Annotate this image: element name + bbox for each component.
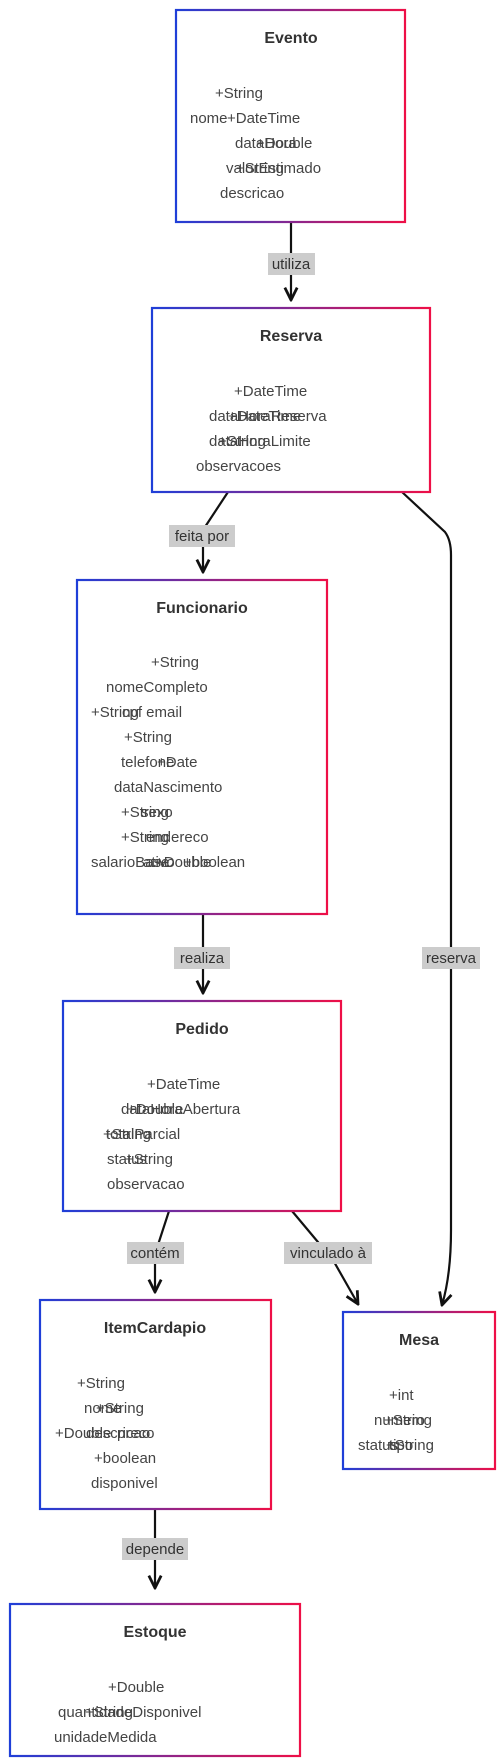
- class-estoque-attributes: +Double quantidadeDisponivel +String uni…: [54, 1679, 201, 1746]
- attr-text: observacao: [107, 1176, 185, 1193]
- attr-text: cpf email: [122, 704, 182, 721]
- class-mesa-title: Mesa: [399, 1332, 439, 1349]
- attr-text: valorEstimado: [226, 160, 321, 177]
- class-pedido: Pedido +DateTime dataHoraAbertura +Doubl…: [61, 999, 343, 1213]
- attr-text: sexo: [141, 804, 173, 821]
- attr-text: +String: [236, 160, 284, 177]
- class-itemcardapio-attributes: +String nome +String descricao +Double p…: [55, 1375, 158, 1492]
- svg-text:contém: contém: [130, 1245, 179, 1262]
- label-itemcardapio-estoque: depende: [122, 1538, 188, 1560]
- class-funcionario-title: Funcionario: [156, 600, 248, 617]
- label-pedido-itemcardapio: contém: [127, 1242, 184, 1264]
- attr-text: +String: [151, 654, 199, 671]
- attr-text: +boolean: [183, 854, 245, 871]
- edge-labels: utiliza feita por reserva realiza contém…: [122, 253, 480, 1560]
- attr-text: +String: [121, 804, 169, 821]
- attr-text: +String: [384, 1412, 432, 1429]
- attr-text: nome: [190, 110, 228, 127]
- attr-text: +String: [386, 1437, 434, 1454]
- edge-reserva-mesa: [401, 491, 451, 1305]
- class-reserva-title: Reserva: [260, 328, 322, 345]
- attr-text: nomeCompleto: [106, 679, 208, 696]
- attr-text: dataHoraAbertura: [121, 1101, 241, 1118]
- attr-text: +String: [96, 1400, 144, 1417]
- attr-text: +String: [125, 1151, 173, 1168]
- attr-text: +boolean: [94, 1450, 156, 1467]
- class-reserva-attributes: +DateTime dataHoraReserva +DateTime data…: [196, 383, 327, 475]
- class-evento: Evento +String nome +DateTime dataHora +…: [174, 8, 407, 224]
- attr-text: +Double: [55, 1425, 111, 1442]
- svg-text:feita por: feita por: [175, 528, 229, 545]
- attr-text: dataHoraReserva: [209, 408, 327, 425]
- svg-text:utiliza: utiliza: [272, 256, 311, 273]
- class-reserva: Reserva +DateTime dataHoraReserva +DateT…: [150, 306, 432, 494]
- attr-text: +String: [215, 85, 263, 102]
- attr-text: disponivel: [91, 1475, 158, 1492]
- class-funcionario: Funcionario +String nomeCompleto +String…: [75, 578, 329, 916]
- class-funcionario-attributes: +String nomeCompleto +String cpf email +…: [91, 654, 245, 871]
- svg-text:depende: depende: [126, 1541, 184, 1558]
- attr-text: ativo: [143, 854, 175, 871]
- class-mesa: Mesa +int numero +String status +String …: [341, 1310, 497, 1471]
- attr-text: +DateTime: [147, 1076, 220, 1093]
- class-evento-attributes: +String nome +DateTime dataHora +Double …: [190, 85, 321, 202]
- attr-text: totalParcial: [106, 1126, 180, 1143]
- attr-text: telefone: [121, 754, 174, 771]
- class-pedido-attributes: +DateTime dataHoraAbertura +Double total…: [103, 1076, 241, 1193]
- attr-text: +String: [103, 1126, 151, 1143]
- attr-text: +Double: [108, 1679, 164, 1696]
- attr-text: dataHora: [235, 135, 297, 152]
- attr-text: +String: [91, 704, 139, 721]
- attr-text: unidadeMedida: [54, 1729, 157, 1746]
- attr-text: descricao: [86, 1425, 150, 1442]
- label-funcionario-pedido: realiza: [174, 947, 230, 969]
- attr-text: +String: [77, 1375, 125, 1392]
- attr-text: preco: [117, 1425, 155, 1442]
- attr-text: +int: [389, 1387, 414, 1404]
- label-reserva-mesa: reserva: [422, 947, 480, 969]
- class-evento-title: Evento: [264, 30, 318, 47]
- attr-text: dataHoraLimite: [209, 433, 311, 450]
- attr-text: +Double: [256, 135, 312, 152]
- attr-text: +String: [218, 433, 266, 450]
- attr-text: descricao: [220, 185, 284, 202]
- class-itemcardapio-title: ItemCardapio: [104, 1320, 206, 1337]
- attr-text: +String: [121, 829, 169, 846]
- attr-text: numero: [374, 1412, 425, 1429]
- svg-text:vinculado à: vinculado à: [290, 1245, 367, 1262]
- attr-text: observacoes: [196, 458, 281, 475]
- attr-text: status: [358, 1437, 398, 1454]
- attr-text: +DateTime: [227, 110, 300, 127]
- attr-text: dataNascimento: [114, 779, 222, 796]
- class-mesa-attributes: +int numero +String status +String tipo: [358, 1387, 434, 1454]
- attr-text: salarioBase: [91, 854, 169, 871]
- svg-text:reserva: reserva: [426, 950, 477, 967]
- attr-text: quantidadeDisponivel: [58, 1704, 201, 1721]
- class-itemcardapio: ItemCardapio +String nome +String descri…: [38, 1298, 273, 1511]
- attr-text: +DateTime: [228, 408, 301, 425]
- attr-text: +DateTime: [234, 383, 307, 400]
- attr-text: +Double: [127, 1101, 183, 1118]
- label-evento-reserva: utiliza: [268, 253, 315, 275]
- class-pedido-title: Pedido: [175, 1021, 229, 1038]
- attr-text: tipo: [389, 1437, 413, 1454]
- label-pedido-mesa: vinculado à: [284, 1242, 372, 1264]
- attr-text: +Double: [155, 854, 211, 871]
- attr-text: nome: [84, 1400, 122, 1417]
- attr-text: +String: [85, 1704, 133, 1721]
- attr-text: status: [107, 1151, 147, 1168]
- class-estoque: Estoque +Double quantidadeDisponivel +St…: [8, 1602, 302, 1758]
- attr-text: +Date: [157, 754, 197, 771]
- label-reserva-funcionario: feita por: [169, 525, 235, 547]
- attr-text: endereco: [146, 829, 209, 846]
- class-estoque-title: Estoque: [123, 1624, 186, 1641]
- svg-text:realiza: realiza: [180, 950, 225, 967]
- attr-text: +String: [124, 729, 172, 746]
